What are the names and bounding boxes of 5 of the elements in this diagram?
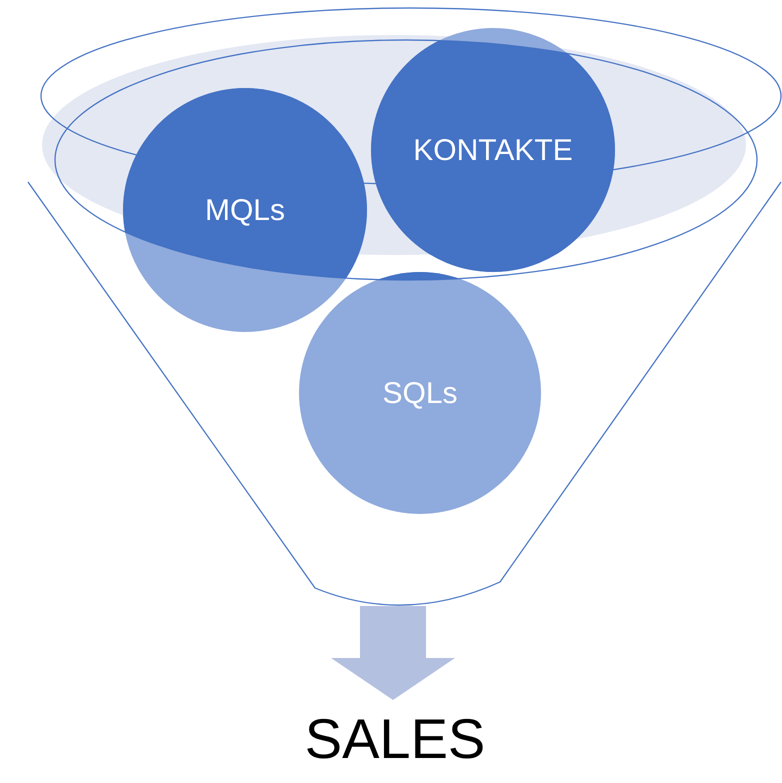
result-label: SALES: [304, 711, 486, 767]
down-arrow: [331, 606, 455, 700]
stage-label: MQLs: [204, 192, 285, 228]
stage-label: KONTAKTE: [413, 132, 573, 168]
stage-label: SQLs: [382, 376, 458, 412]
